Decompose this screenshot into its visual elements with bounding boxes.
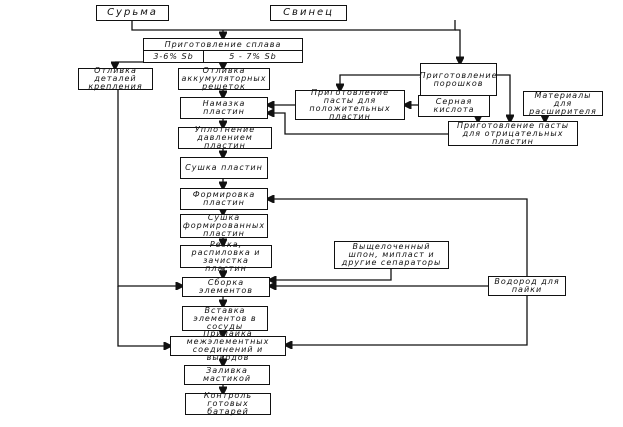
node-hydrogen: Водород для пайки xyxy=(488,276,566,296)
node-assembly: Сборка элементов xyxy=(182,277,270,297)
node-paste-positive: Приготовление пасты для положительных пл… xyxy=(295,89,405,121)
node-lead: Свинец xyxy=(270,5,347,21)
node-separators: Выщелоченный шпон, мипласт и другие сепа… xyxy=(334,241,449,269)
node-sulfuric-acid: Серная кислота xyxy=(418,95,490,117)
node-alloy-high: 5 - 7% Sb xyxy=(203,50,303,63)
node-pressing: Уплотнение давлением пластин xyxy=(178,126,272,150)
node-control: Контроль готовых батарей xyxy=(185,392,271,416)
node-drying: Сушка пластин xyxy=(180,157,268,179)
node-alloy-low: 3-6% Sb xyxy=(143,50,204,63)
node-soldering: Припайка межэлементных соединений и выво… xyxy=(170,330,286,362)
node-antimony: Сурьма xyxy=(96,5,169,21)
node-expander: Материалы для расширителя xyxy=(523,91,603,116)
node-powders: Приготовление порошков xyxy=(419,63,497,96)
node-pasting: Намазка пластин xyxy=(180,97,268,119)
node-cast-fasteners: Отливка деталей крепления xyxy=(78,67,153,91)
node-paste-negative: Приготовление пасты для отрицательных пл… xyxy=(448,121,578,146)
node-cast-grids: Отливка аккумуляторных решеток xyxy=(178,67,270,91)
node-sealing: Заливка мастикой xyxy=(184,365,270,385)
node-forming: Формировка пластин xyxy=(180,188,268,210)
arrows xyxy=(115,20,545,393)
node-cutting: Резка, распиловка и зачистка пластин xyxy=(180,240,272,272)
node-drying-formed: Сушка формированных пластин xyxy=(180,214,268,238)
node-insert: Вставка элементов в сосуды xyxy=(182,306,268,331)
